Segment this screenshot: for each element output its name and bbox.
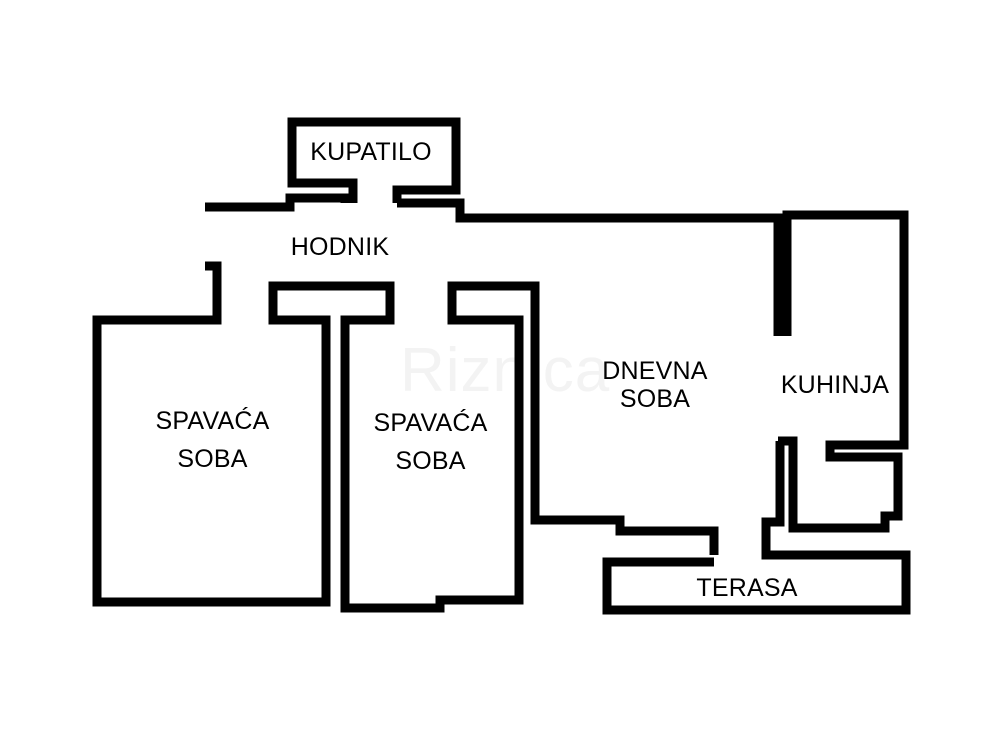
room-name-line-1: SPAVAĆA [373,409,488,437]
wall-hodnik-top-left [205,193,350,212]
wall-kupatilo [287,117,461,203]
room-label-terasa: TERASA [672,569,822,607]
watermark: Riznica [400,336,611,405]
wall-spavaca-soba-1 [92,261,719,613]
room-name: HODNIK [290,233,390,261]
room-label-kupatilo: KUPATILO [297,133,445,171]
room-name: KUPATILO [310,138,432,166]
room-label-spavaca-soba-2: SPAVAĆA SOBA [348,404,513,480]
room-name-line-2: SOBA [395,447,466,475]
wall-hodnik-top-right [397,198,783,336]
room-name-line-2: SOBA [177,445,248,473]
room-name-line-1: SPAVAĆA [155,407,270,435]
room-label-hodnik: HODNIK [270,228,410,266]
room-name-line-2: SOBA [619,385,691,413]
room-name: KUHINJA [780,371,890,399]
room-label-kuhinja: KUHINJA [760,366,910,404]
room-name-line-1: DNEVNA [602,357,708,385]
wall-kuhinja-upper [778,210,909,533]
room-name: TERASA [696,574,798,602]
room-label-spavaca-soba-1: SPAVAĆA SOBA [130,402,295,478]
wall-kuhinja-lower-left [602,441,911,615]
room-label-dnevna-soba: DNEVNA SOBA [580,357,730,413]
